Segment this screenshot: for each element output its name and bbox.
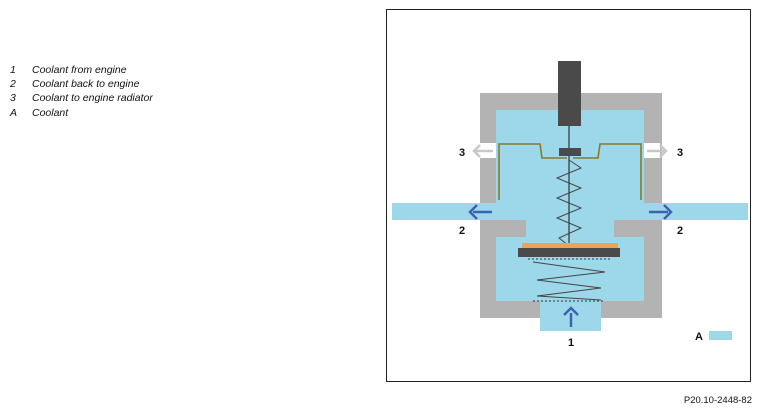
- legend-key: 3: [10, 92, 16, 105]
- legend-text: Coolant from engine: [32, 64, 127, 77]
- radiator-arrow-left-icon: [472, 144, 493, 158]
- legend-key: A: [10, 106, 18, 119]
- return-pipe-right: [614, 203, 748, 220]
- inlet-arrow-icon: [563, 306, 579, 327]
- legend-item: 3 Coolant to engine radiator: [10, 91, 153, 105]
- thermostat-diagram: 1 2 2 3 3 A: [392, 61, 748, 349]
- return-arrow-left-icon: [468, 204, 492, 220]
- label-radiator-right: 3: [677, 147, 683, 159]
- legend-item: 1 Coolant from engine: [10, 63, 153, 77]
- reference-code: P20.10-2448-82: [683, 395, 752, 406]
- legend: 1 Coolant from engine 2 Coolant back to …: [10, 63, 153, 120]
- return-arrow-right-icon: [649, 204, 673, 220]
- center-channel: [526, 205, 614, 245]
- label-return-right: 2: [677, 225, 683, 237]
- lower-spring: [532, 261, 606, 301]
- legend-text: Coolant: [32, 106, 69, 119]
- return-pipe-left: [392, 203, 526, 220]
- label-radiator-left: 3: [459, 147, 465, 159]
- legend-key: 1: [10, 64, 16, 77]
- thermostat-plate: [518, 248, 620, 257]
- valve-disc: [559, 148, 581, 156]
- legend-text: Coolant back to engine: [32, 78, 140, 91]
- valve-seat-right: [573, 143, 642, 200]
- actuator-pin-housing: [558, 61, 581, 126]
- valve-seat-left: [498, 143, 567, 200]
- legend-item: 2 Coolant back to engine: [10, 77, 153, 91]
- legend-text: Coolant to engine radiator: [32, 92, 153, 105]
- radiator-arrow-right-icon: [647, 144, 668, 158]
- coolant-key-label: A: [695, 331, 703, 343]
- legend-item: A Coolant: [10, 106, 153, 120]
- diagram-frame: 1 2 2 3 3 A: [386, 9, 751, 382]
- upper-spring: [555, 159, 583, 247]
- wax-element: [522, 243, 618, 250]
- coolant-key-swatch: [709, 331, 732, 340]
- label-inlet: 1: [568, 337, 574, 349]
- label-return-left: 2: [459, 225, 465, 237]
- legend-key: 2: [10, 78, 16, 91]
